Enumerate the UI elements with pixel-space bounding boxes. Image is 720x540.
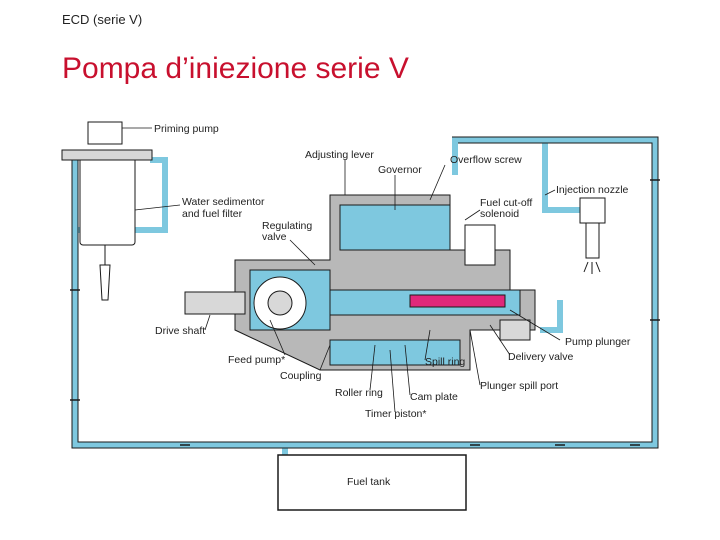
label-cam-plate: Cam plate <box>410 391 458 403</box>
label-governor: Governor <box>378 164 422 176</box>
label-valve: valve <box>262 231 287 243</box>
label-timer-piston: Timer piston* <box>365 408 426 420</box>
label-coupling: Coupling <box>280 370 322 382</box>
label-delivery-valve: Delivery valve <box>508 351 574 363</box>
page-title: Pompa d’iniezione serie V <box>62 52 409 85</box>
label-injection-nozzle: Injection nozzle <box>556 184 629 196</box>
leader-lines <box>122 127 561 413</box>
section-label: ECD (serie V) <box>62 12 143 27</box>
label-feed-pump: Feed pump* <box>228 354 285 366</box>
label-water-sedimentor: Water sedimentor <box>182 196 265 208</box>
fuel-tank <box>277 454 467 511</box>
label-overflow-screw: Overflow screw <box>450 154 522 166</box>
label-drive-shaft: Drive shaft <box>155 325 205 337</box>
water-sedimentor-fuel-filter <box>61 121 153 301</box>
injection-nozzle <box>579 197 606 274</box>
label-plunger-spill-port: Plunger spill port <box>480 380 558 392</box>
label-adjusting-lever: Adjusting lever <box>305 149 374 161</box>
flow-arrows <box>70 179 660 446</box>
label-fuel-tank: Fuel tank <box>347 476 391 488</box>
label-pump-plunger: Pump plunger <box>565 336 631 348</box>
label-fuel-cutoff: Fuel cut-off <box>480 197 532 209</box>
pump-housing <box>184 194 536 371</box>
label-fuel-filter: and fuel filter <box>182 208 243 220</box>
label-regulating: Regulating <box>262 220 312 232</box>
label-priming-pump: Priming pump <box>154 123 219 135</box>
label-roller-ring: Roller ring <box>335 387 383 399</box>
label-solenoid: solenoid <box>480 208 519 220</box>
fuel-line-outlines <box>71 136 659 449</box>
label-spill-ring: Spill ring <box>425 356 465 368</box>
